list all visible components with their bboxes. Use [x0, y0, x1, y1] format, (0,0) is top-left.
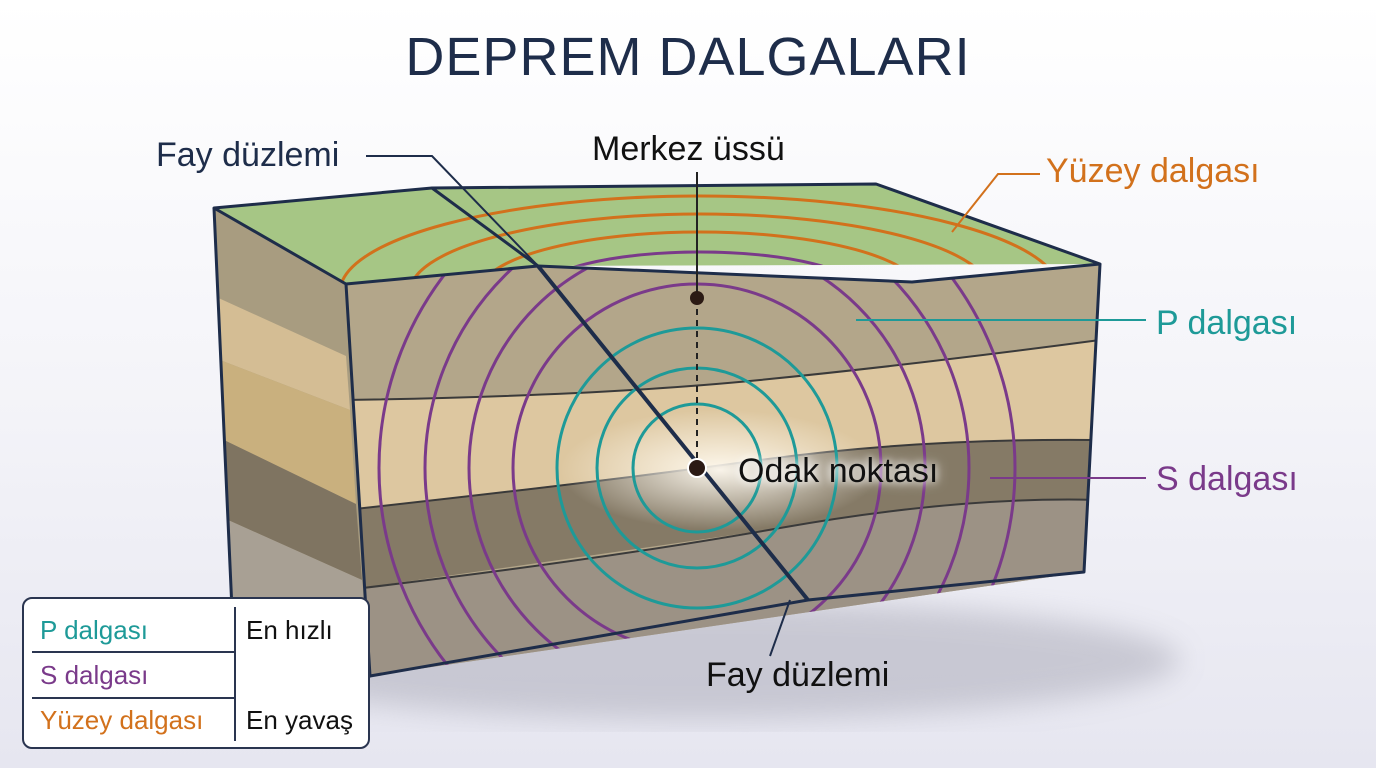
- s-wave-label: S dalgası: [1156, 460, 1298, 498]
- legend-slowest: En yavaş: [246, 705, 353, 735]
- fault-line: [536, 264, 810, 602]
- legend-surface-wave: Yüzey dalgası: [40, 705, 204, 735]
- legend-divider-row1: [32, 651, 234, 653]
- front-face: [346, 264, 1100, 676]
- leader-lines: [366, 155, 791, 657]
- surface-wave-leader: [951, 173, 1040, 233]
- legend-divider-row2: [32, 697, 234, 699]
- epicenter-point: [690, 291, 704, 305]
- legend-fastest: En hızlı: [246, 615, 333, 645]
- legend-divider-vertical: [234, 607, 236, 741]
- focus-label: Odak noktası: [738, 452, 939, 490]
- legend-p-wave: P dalgası: [40, 615, 148, 645]
- legend-s-wave: S dalgası: [40, 660, 149, 690]
- p-wave-label: P dalgası: [1156, 304, 1298, 342]
- fault-plane-label-top: Fay düzlemi: [156, 136, 340, 174]
- diagram-title: DEPREM DALGALARI: [405, 27, 971, 87]
- focus-point: [687, 458, 707, 478]
- epicenter-label: Merkez üssü: [592, 130, 785, 168]
- legend-box: P dalgası S dalgası Yüzey dalgası En hız…: [22, 597, 370, 749]
- surface-wave-label: Yüzey dalgası: [1046, 152, 1260, 190]
- fault-plane-label-bottom: Fay düzlemi: [706, 656, 890, 694]
